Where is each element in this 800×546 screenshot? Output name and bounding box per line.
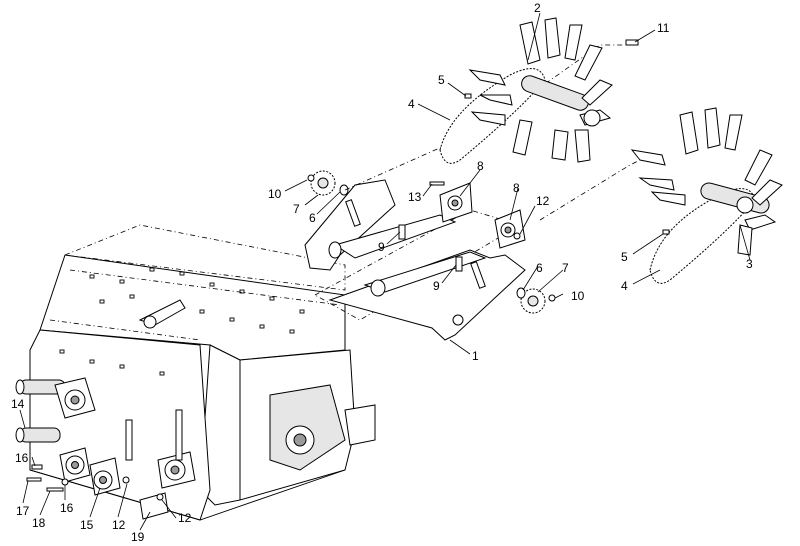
callout-9: 9	[433, 279, 440, 293]
tine-rotor-lower	[539, 107, 783, 284]
leader-lines	[19, 12, 751, 531]
callout-6: 6	[309, 211, 316, 225]
callout-16: 16	[60, 501, 74, 515]
key-5-upper	[464, 93, 472, 99]
callout-10: 10	[571, 289, 585, 303]
key-5-lower	[662, 229, 670, 235]
nut-12	[513, 232, 521, 240]
callout-5: 5	[621, 250, 628, 264]
nut-10-right	[548, 294, 556, 302]
bolt-17	[26, 477, 42, 482]
bolt-18	[46, 487, 64, 492]
lower-bearing-assembly	[15, 377, 196, 520]
callout-11: 11	[657, 21, 670, 35]
sprocket-right	[516, 287, 556, 314]
pin-9-lower	[455, 256, 463, 272]
callout-10: 10	[268, 187, 282, 201]
callout-12: 12	[112, 518, 126, 532]
callout-14: 14	[11, 397, 25, 411]
shaft-yoke-assembly	[304, 179, 526, 341]
tine-rotor-upper	[344, 17, 639, 191]
pin-9-upper	[398, 224, 406, 240]
callout-16: 16	[15, 451, 29, 465]
nut-10-left	[307, 174, 315, 182]
bolt-13	[429, 181, 445, 186]
bolt-16	[31, 464, 43, 470]
callout-6: 6	[536, 261, 543, 275]
callout-5: 5	[438, 73, 445, 87]
callout-15: 15	[80, 518, 94, 532]
sprocket-left	[307, 170, 349, 196]
tube-14	[19, 427, 61, 443]
callout-19: 19	[131, 530, 145, 544]
callout-12: 12	[178, 511, 192, 525]
callout-4: 4	[408, 97, 415, 111]
callout-12: 12	[536, 194, 550, 208]
bolt-11	[625, 39, 639, 46]
washer-6-left	[339, 184, 349, 196]
callout-13: 13	[408, 190, 422, 204]
callout-2: 2	[534, 1, 541, 15]
callout-3: 3	[746, 257, 753, 271]
callout-9: 9	[378, 240, 385, 254]
callout-8: 8	[513, 181, 520, 195]
callout-1: 1	[472, 349, 479, 363]
callout-4: 4	[621, 279, 628, 293]
callouts: 2 11 5 4 8 10 13 7 6 8 12 9 5 3 4 9 6 7 …	[11, 1, 753, 544]
callout-7: 7	[293, 202, 300, 216]
washer-6-right	[516, 287, 526, 299]
callout-18: 18	[32, 516, 46, 530]
callout-7: 7	[562, 261, 569, 275]
callout-17: 17	[16, 504, 30, 518]
callout-8: 8	[477, 159, 484, 173]
